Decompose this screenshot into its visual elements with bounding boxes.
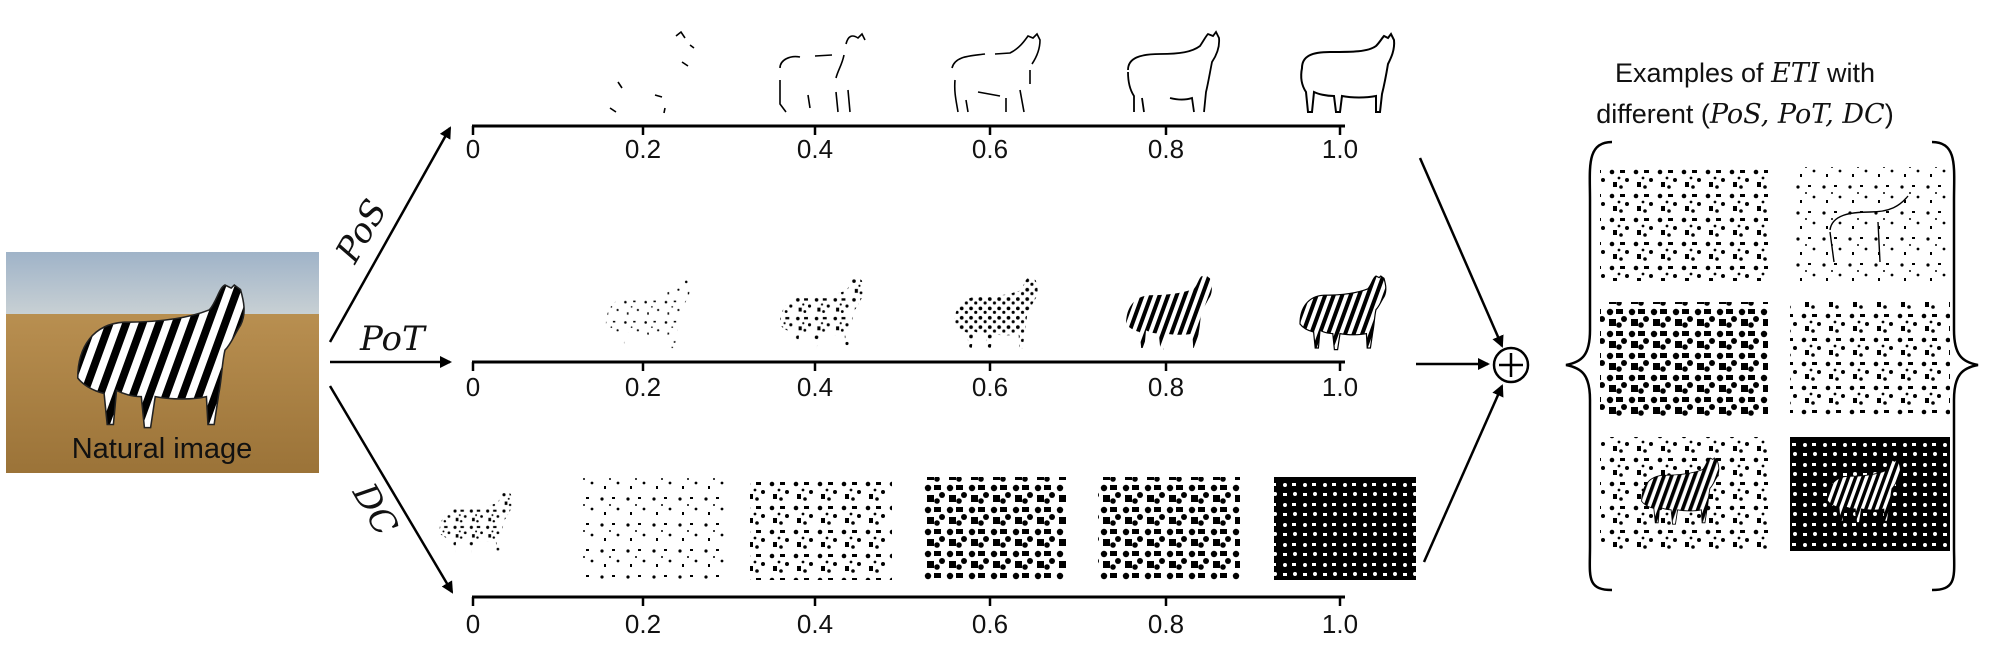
pos-contour-0.6 bbox=[951, 32, 1041, 113]
pos-tick-label: 0.4 bbox=[797, 134, 833, 164]
dc-axis: 0 0.2 0.4 0.6 0.8 1.0 bbox=[466, 595, 1358, 639]
pos-tick-label: 0 bbox=[466, 134, 480, 164]
pos-axis: 0 0.2 0.4 0.6 0.8 1.0 bbox=[466, 124, 1358, 164]
example-thumb bbox=[1790, 302, 1950, 416]
pos-branch-label: PoS bbox=[328, 193, 396, 270]
dc-panel-1.0 bbox=[1274, 477, 1416, 580]
natural-image: Natural image bbox=[6, 252, 319, 473]
examples-caption-line2: different (PoS, PoT, DC) bbox=[1596, 99, 1893, 130]
dc-tick-label: 0.4 bbox=[797, 609, 833, 639]
right-brace bbox=[1931, 140, 1979, 592]
pot-tick-label: 0 bbox=[466, 372, 480, 402]
examples-caption: Examples of ETI with different (PoS, PoT… bbox=[1596, 58, 1893, 130]
dc-tick-label: 0.6 bbox=[972, 609, 1008, 639]
dc-branch-arrow bbox=[328, 385, 454, 594]
example-thumb bbox=[1600, 302, 1768, 416]
pot-zebra-1.0 bbox=[1299, 275, 1387, 351]
dc-tick-label: 0 bbox=[466, 609, 480, 639]
pos-combine-arrow bbox=[1418, 157, 1504, 348]
dc-panel-0.4 bbox=[750, 477, 892, 580]
example-contour bbox=[1829, 195, 1909, 263]
pos-contour-0.8 bbox=[1127, 30, 1221, 113]
natural-image-label: Natural image bbox=[72, 433, 253, 465]
dc-combine-arrow bbox=[1422, 384, 1504, 563]
pot-zebra-0.4 bbox=[779, 278, 864, 350]
examples-caption-line1: Examples of ETI with bbox=[1615, 58, 1875, 89]
pot-zebra-0.6 bbox=[953, 278, 1038, 350]
pot-tick-label: 1.0 bbox=[1322, 372, 1358, 402]
example-thumb bbox=[1600, 167, 1768, 281]
pot-tick-label: 0.6 bbox=[972, 372, 1008, 402]
pot-tick-label: 0.4 bbox=[797, 372, 833, 402]
pot-zebra-0.8 bbox=[1126, 276, 1212, 350]
dc-zebra-0 bbox=[439, 492, 513, 555]
pos-contour-0.2 bbox=[609, 30, 695, 114]
pos-contour-0.4 bbox=[779, 32, 866, 113]
pos-branch-arrow bbox=[328, 126, 452, 343]
pot-branch-label: PoT bbox=[359, 319, 427, 359]
pot-zebra-0.2 bbox=[605, 278, 690, 350]
pot-axis: 0 0.2 0.4 0.6 0.8 1.0 bbox=[466, 360, 1358, 402]
pos-contour-1.0 bbox=[1300, 32, 1396, 113]
example-thumb bbox=[1790, 167, 1950, 281]
dc-tick-label: 1.0 bbox=[1322, 609, 1358, 639]
pos-tick-label: 0.8 bbox=[1148, 134, 1184, 164]
dc-panel-0.8 bbox=[1098, 477, 1240, 580]
dc-row bbox=[439, 477, 1416, 580]
dc-tick-label: 0.8 bbox=[1148, 609, 1184, 639]
pot-tick-label: 0.2 bbox=[625, 372, 661, 402]
combine-plus-icon bbox=[1492, 346, 1530, 384]
pot-row bbox=[605, 275, 1387, 351]
pot-tick-label: 0.8 bbox=[1148, 372, 1184, 402]
pos-tick-label: 1.0 bbox=[1322, 134, 1358, 164]
dc-panel-0.6 bbox=[924, 477, 1066, 580]
dc-branch-label: DC bbox=[344, 476, 406, 543]
examples-grid bbox=[1600, 167, 1950, 551]
pos-tick-label: 0.2 bbox=[625, 134, 661, 164]
dc-tick-label: 0.2 bbox=[625, 609, 661, 639]
pos-row bbox=[609, 30, 1396, 114]
left-brace bbox=[1565, 140, 1613, 592]
dc-panel-0.2 bbox=[582, 477, 724, 580]
pos-tick-label: 0.6 bbox=[972, 134, 1008, 164]
